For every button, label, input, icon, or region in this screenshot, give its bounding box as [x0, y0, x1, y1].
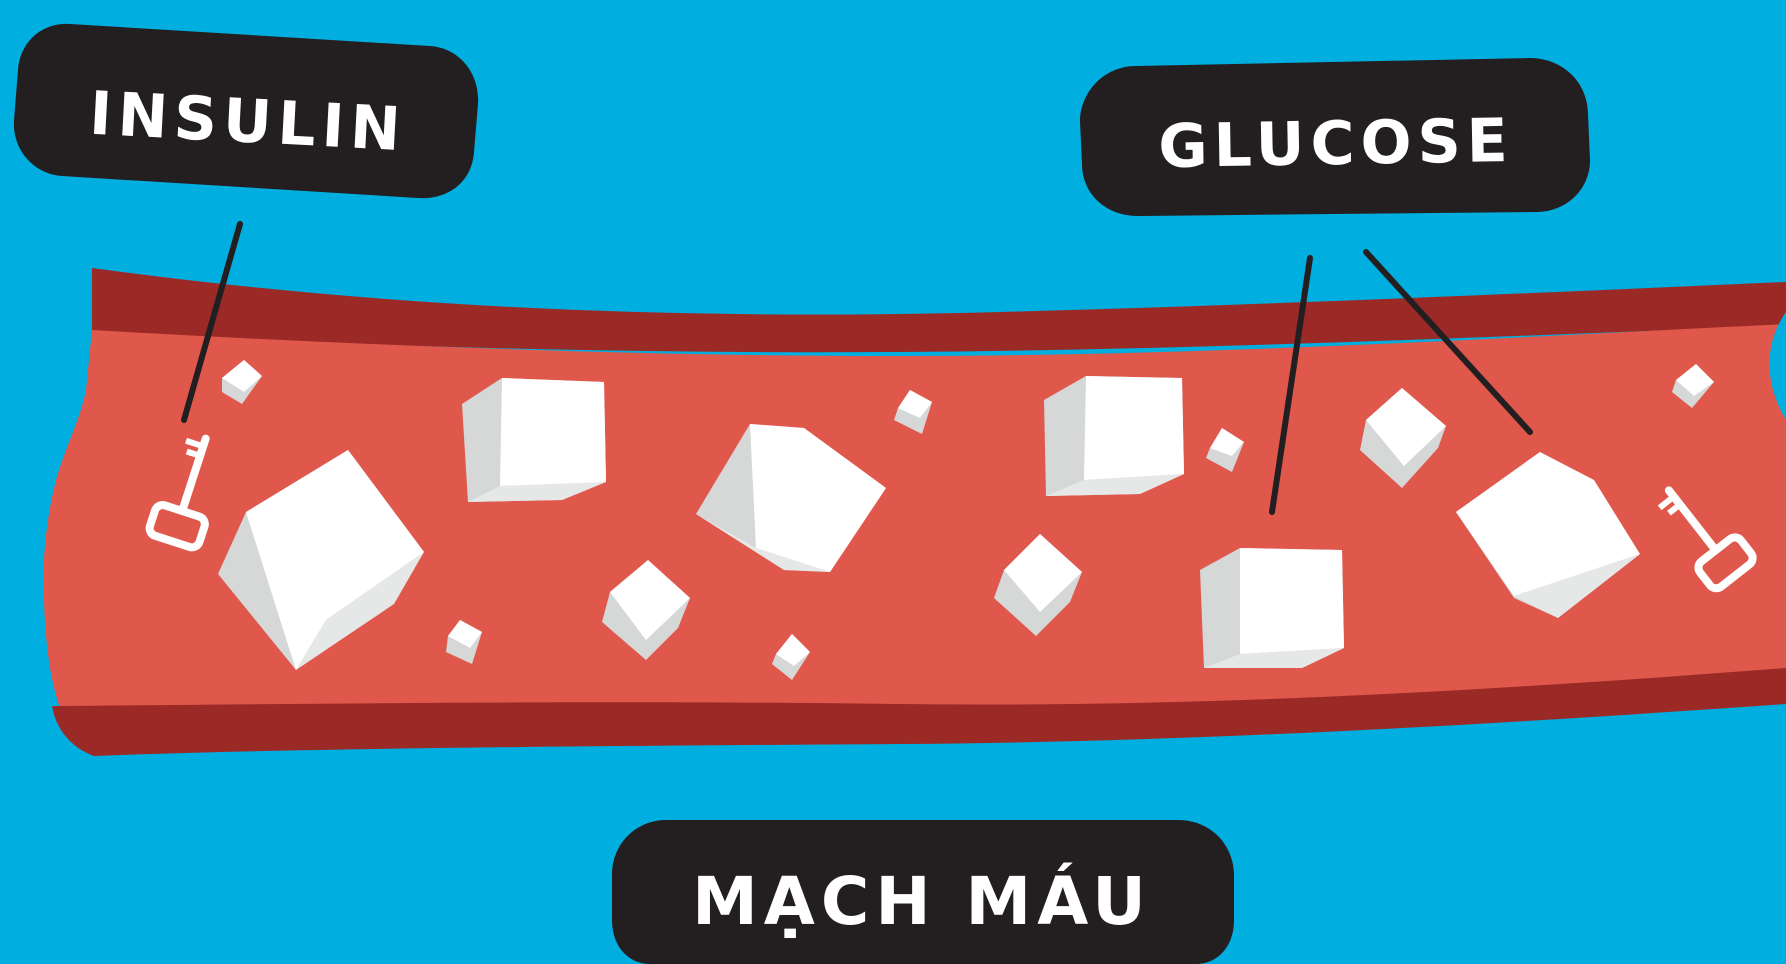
glucose-label: GLUCOSE	[1080, 58, 1590, 216]
vessel-label-text: MẠCH MÁU	[692, 862, 1152, 940]
glucose-label-text: GLUCOSE	[1158, 106, 1514, 182]
insulin-label: INSULIN	[14, 24, 478, 198]
vessel-label: MẠCH MÁU	[612, 820, 1234, 964]
sugar-cube-icon	[1200, 548, 1344, 668]
sugar-cube-icon	[1044, 376, 1184, 496]
sugar-cube-icon	[462, 378, 606, 502]
